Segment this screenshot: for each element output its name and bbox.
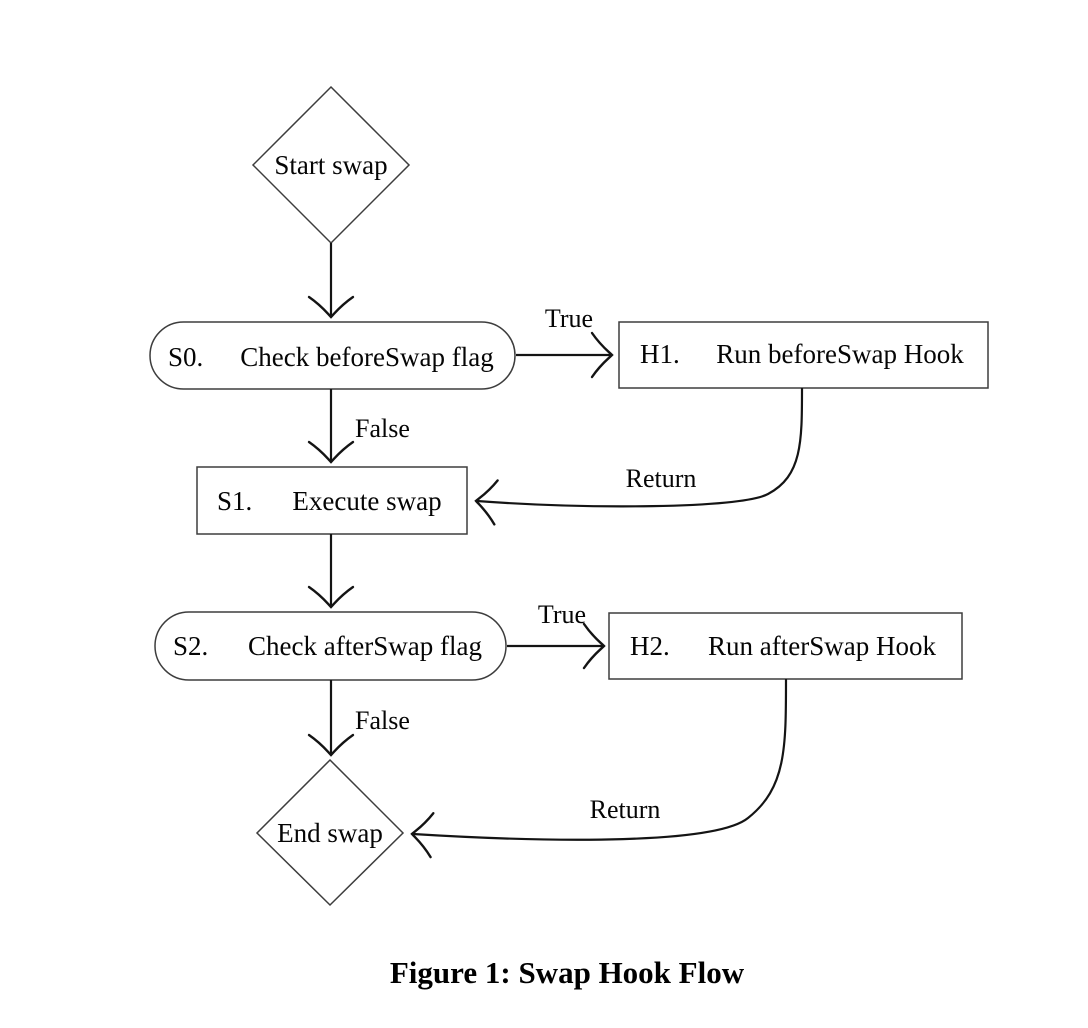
s0-node-id: S0. <box>168 342 203 372</box>
edge-s2-to-h2-label: True <box>538 600 586 629</box>
edge-h1-to-s1 <box>474 387 804 526</box>
h1-node-label: Run beforeSwap Hook <box>716 339 964 369</box>
h1-node-id: H1. <box>640 339 680 369</box>
s0-node-stadium <box>149 321 516 390</box>
end-node-label: End swap <box>277 818 383 848</box>
edge-s2-to-end-label: False <box>355 706 410 735</box>
h1-node-rect <box>618 321 989 389</box>
edge-h2-to-end <box>410 678 788 859</box>
edge-h1-to-s1-label: Return <box>626 464 697 493</box>
s2-node-id: S2. <box>173 631 208 661</box>
s1-node-label: Execute swap <box>292 486 441 516</box>
end-node-diamond <box>255 758 405 907</box>
start-node-label: Start swap <box>274 150 387 180</box>
h2-node-label: Run afterSwap Hook <box>708 631 936 661</box>
s1-node-id: S1. <box>217 486 252 516</box>
h2-node-id: H2. <box>630 631 670 661</box>
s2-node-label: Check afterSwap flag <box>248 631 482 661</box>
s0-node-label: Check beforeSwap flag <box>240 342 493 372</box>
figure-caption: Figure 1: Swap Hook Flow <box>390 955 745 990</box>
s1-node-rect <box>196 466 468 535</box>
edge-s0-to-h1-label: True <box>545 304 593 333</box>
h2-node-rect <box>608 612 963 680</box>
edge-h2-to-end-label: Return <box>590 795 661 824</box>
edge-s0-to-s1-label: False <box>355 414 410 443</box>
